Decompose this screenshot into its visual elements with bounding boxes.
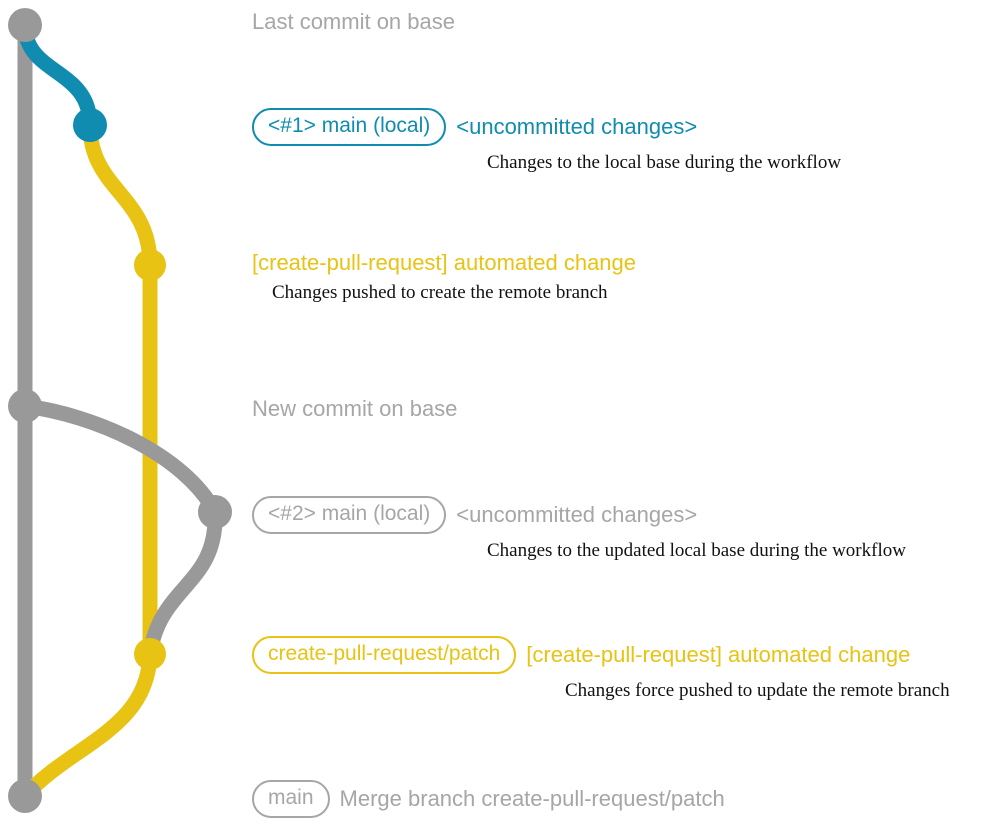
row-last-commit-on-base: Last commit on base — [252, 9, 981, 35]
row-automated-change-2: create-pull-request/patch [create-pull-r… — [252, 636, 981, 702]
commit-node-base-new — [8, 389, 42, 423]
commit-node-patch-2 — [134, 638, 166, 670]
row-local-change-2: <#2> main (local) <uncommitted changes> … — [252, 496, 981, 562]
commit-body-automated-1: Changes pushed to create the remote bran… — [272, 282, 608, 303]
commit-body-local-1: Changes to the local base during the wor… — [487, 152, 842, 173]
row-title-last-commit-on-base: Last commit on base — [252, 9, 455, 34]
edge-local2-to-patch2 — [142, 504, 223, 662]
commit-body-automated-2: Changes force pushed to update the remot… — [565, 680, 950, 701]
ref-chip-main-local-2[interactable]: <#2> main (local) — [252, 496, 447, 534]
commit-subject-merge: Merge branch create-pull-request/patch — [339, 786, 725, 811]
row-merge-commit: main Merge branch create-pull-request/pa… — [252, 780, 981, 818]
commit-node-merge — [8, 779, 42, 813]
commit-node-base-head — [8, 8, 42, 42]
ref-chip-create-pull-request-patch[interactable]: create-pull-request/patch — [252, 636, 517, 674]
row-local-change-1: <#1> main (local) <uncommitted changes> … — [252, 108, 981, 174]
commit-node-local-2 — [198, 495, 232, 529]
commit-node-local-1 — [73, 108, 107, 142]
commit-subject-automated-2: [create-pull-request] automated change — [526, 642, 911, 667]
commit-body-local-2: Changes to the updated local base during… — [487, 540, 906, 561]
edge-basenew-to-local2 — [17, 398, 223, 520]
commit-subject-local-1: <uncommitted changes> — [456, 114, 698, 139]
commit-subject-local-2: <uncommitted changes> — [456, 502, 698, 527]
ref-chip-main[interactable]: main — [252, 780, 330, 818]
commit-subject-automated-1: [create-pull-request] automated change — [252, 250, 637, 275]
ref-chip-main-local-1[interactable]: <#1> main (local) — [252, 108, 447, 146]
edge-patch2-to-merge — [17, 646, 158, 804]
commit-node-patch-1 — [134, 249, 166, 281]
commit-graph — [8, 8, 232, 813]
row-title-new-commit-on-base: New commit on base — [252, 396, 458, 421]
row-automated-change-1: [create-pull-request] automated change C… — [252, 250, 981, 304]
edge-local1-to-patch1 — [82, 117, 158, 273]
row-new-commit-on-base: New commit on base — [252, 396, 981, 422]
